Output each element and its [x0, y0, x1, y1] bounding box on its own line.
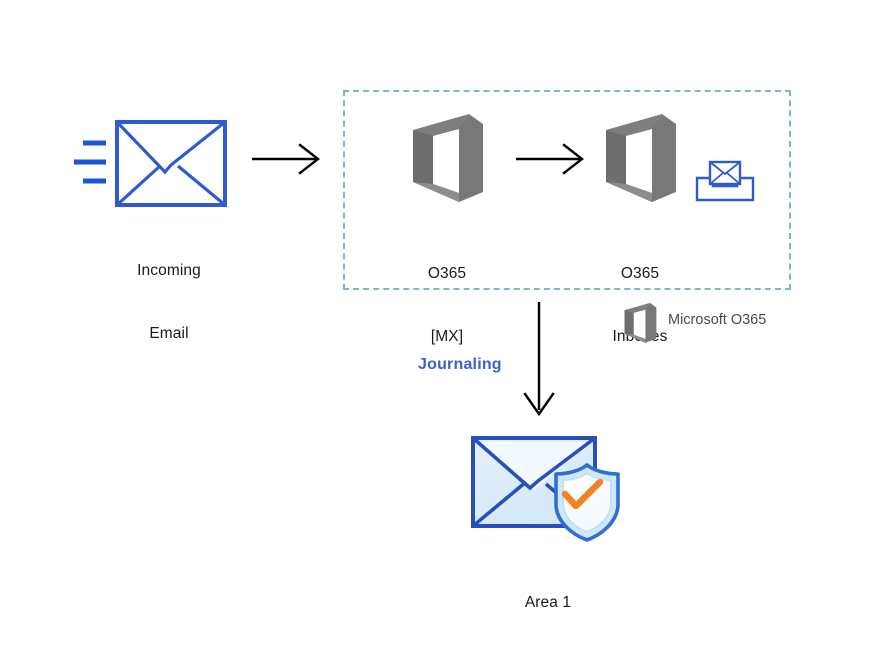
incoming-email-caption-line-2: Email	[149, 325, 189, 342]
arrow-down-icon	[523, 302, 555, 417]
office-365-logo-icon	[606, 114, 676, 202]
motion-lines-icon	[74, 140, 106, 184]
o365-inboxes-caption-line-1: O365	[620, 265, 660, 282]
checkmark-icon	[561, 478, 604, 510]
o365-mx-caption-line-1: O365	[427, 265, 467, 282]
o365-mx-node: O365 [MX]	[403, 108, 491, 345]
office-365-logo-icon	[413, 114, 483, 202]
microsoft-o365-boundary-zone	[343, 90, 791, 290]
area1-caption: Area 1 email security	[456, 550, 640, 653]
inbox-envelope-icon	[695, 160, 755, 202]
incoming-email-node: Incoming Email	[70, 118, 230, 342]
legend-microsoft-o365: Microsoft O365	[620, 300, 766, 344]
shield-inner	[562, 471, 612, 534]
o365-mx-caption: O365 [MX]	[373, 221, 521, 389]
o365-mx-caption-line-2: [MX]	[430, 328, 464, 345]
envelope-shield-icon	[471, 436, 620, 542]
arrow-email-to-mx	[252, 142, 324, 176]
office-365-logo-icon	[624, 302, 657, 343]
o365-inboxes-node: O365 Inboxes	[596, 108, 684, 345]
inbox-tray-node	[694, 158, 756, 204]
arrow-right-icon	[516, 143, 584, 175]
arrow-right-icon	[252, 143, 320, 175]
journaling-label: Journaling	[418, 356, 502, 373]
arrow-journaling	[521, 302, 557, 420]
envelope-icon	[74, 120, 227, 207]
area1-caption-line-1: Area 1	[524, 594, 572, 611]
arrow-mx-to-inboxes	[516, 142, 588, 176]
incoming-email-caption: Incoming Email	[94, 218, 244, 386]
incoming-email-caption-line-1: Incoming	[137, 262, 201, 279]
area1-email-security-node: Area 1 email security	[468, 432, 628, 611]
legend-label: Microsoft O365	[668, 312, 767, 328]
envelope-flap	[115, 120, 227, 207]
